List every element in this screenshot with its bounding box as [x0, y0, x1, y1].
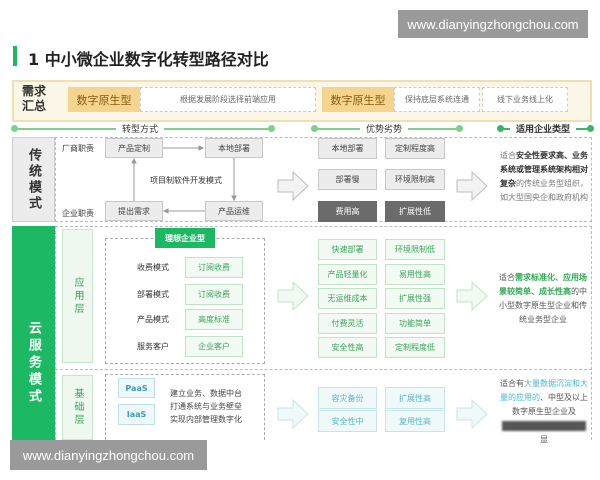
flow-arrows [131, 145, 237, 214]
con-item: 费用高 [318, 201, 377, 222]
fit-pre: 适合 [500, 151, 516, 160]
title-accent-bar [13, 46, 17, 66]
fit-bold: 安全性要求高、业务系统或管理系统架构相对复杂 [500, 151, 588, 188]
traditional-label: 传统模式 [12, 137, 55, 222]
watermark-top: www.dianyingzhongchou.com [398, 10, 588, 38]
demand-desc-1: 根据发展阶段选择前端应用 [140, 87, 316, 112]
app-mode-key: 服务客户 [137, 342, 169, 351]
fit-pre: 适合有 [500, 379, 524, 388]
layer-divider [55, 369, 592, 370]
demand-type-1: 数字原生型 [68, 87, 140, 112]
header-dot [268, 125, 275, 132]
base-box [105, 374, 265, 440]
app-pro-item: 产品轻量化 [318, 264, 377, 285]
app-pro-item: 付费灵活 [318, 313, 377, 334]
right-arrow-icon [456, 398, 488, 430]
app-pro-item: 无运维成本 [318, 288, 377, 309]
right-arrow-icon [456, 170, 488, 202]
base-pro-item: 复用性高 [385, 410, 445, 432]
header-method: 转型方式 [116, 122, 165, 135]
dev-mode-label: 项目制软件开发模式 [150, 176, 222, 185]
enterprise-label: 企业职责 [62, 209, 94, 218]
step-deploy: 本地部署 [205, 138, 263, 158]
app-mode-key: 部署模式 [137, 290, 169, 299]
right-arrow-icon [277, 170, 309, 202]
right-arrow-icon [277, 280, 309, 312]
base-layer-label: 基础层 [62, 375, 93, 440]
header-pros-cons: 优势劣势 [360, 122, 409, 135]
watermark-bottom: www.dianyingzhongchou.com [10, 440, 207, 470]
app-layer-label: 应用层 [62, 229, 93, 363]
base-desc-line: 建立业务、数据中台 [170, 389, 242, 398]
app-mode-value: 高度标准 [185, 309, 243, 330]
header-applicable: 适用企业类型 [510, 122, 577, 135]
header-dot [311, 125, 318, 132]
step-ops: 产品运维 [205, 201, 263, 221]
app-pro-item: 安全性高 [318, 337, 377, 358]
app-pro-item: 环境限制低 [385, 239, 445, 260]
step-request: 提出需求 [105, 201, 163, 221]
base-desc: 建立业务、数据中台 打通系统与业务壁垒 实现内部管理数字化 [170, 387, 242, 426]
base-fit-text: 适合有大量数据沉淀和大量的应用的、中型及以上数字原生型企业及显 [498, 377, 590, 447]
redacted-text [502, 421, 586, 431]
vendor-label: 厂商职责 [62, 144, 94, 153]
app-mode-value: 订阅收费 [185, 284, 243, 305]
app-pro-item: 扩展性强 [385, 288, 445, 309]
app-mode-key: 收费模式 [137, 263, 169, 272]
base-pro-item: 安全性中 [318, 410, 377, 432]
traditional-fit-text: 适合安全性要求高、业务系统或管理系统架构相对复杂的传统业务型组织，如大型国央企和… [498, 149, 590, 205]
ideal-enterprise-tab: 理想企业型 [155, 228, 215, 248]
demand-label: 需求汇总 [22, 84, 47, 113]
page-title: 1 中小微企业数字化转型路径对比 [28, 50, 269, 69]
app-fit-text: 适合需求标准化、应用场景较简单、成长性高的中小型数字原生型企业和传统业务型企业 [496, 271, 590, 327]
app-pro-item: 定制程度低 [385, 337, 445, 358]
pro-item: 本地部署 [318, 138, 377, 159]
con-item: 扩展性低 [385, 201, 445, 222]
fit-post: 的中小型数字原生型企业和传统业务型企业 [499, 287, 587, 324]
app-mode-key: 产品模式 [137, 315, 169, 324]
base-desc-line: 实现内部管理数字化 [170, 415, 242, 424]
right-arrow-icon [456, 280, 488, 312]
cloud-area [55, 226, 592, 440]
app-pro-item: 功能简单 [385, 313, 445, 334]
base-pro-item: 容灾备份 [318, 387, 377, 409]
iaas-box: IaaS [118, 404, 155, 425]
cloud-label: 云服务模式 [12, 226, 55, 440]
demand-desc-2: 保持底层系统连通 [394, 87, 480, 112]
fit-tail: 显 [540, 435, 548, 444]
demand-desc-3: 线下业务线上化 [482, 87, 568, 112]
pro-item: 定制程度高 [385, 138, 445, 159]
base-pro-item: 扩展性高 [385, 387, 445, 409]
paas-box: PaaS [118, 378, 155, 398]
fit-green: 需求标准化、应用场景较简单、成长性高 [499, 273, 587, 296]
step-custom: 产品定制 [105, 138, 163, 158]
con-item: 环境限制高 [385, 169, 445, 190]
header-dot [456, 125, 463, 132]
demand-type-2: 数字原生型 [322, 87, 394, 112]
app-mode-value: 订阅收费 [185, 257, 243, 278]
header-dot [497, 125, 504, 132]
fit-pre: 适合 [499, 273, 515, 282]
fit-post: 、中型及以上数字原生型企业及 [512, 393, 588, 416]
app-mode-value: 企业客户 [185, 336, 243, 357]
header-dot [11, 125, 18, 132]
right-arrow-icon [277, 398, 309, 430]
app-pro-item: 快速部署 [318, 239, 377, 260]
base-desc-line: 打通系统与业务壁垒 [170, 402, 242, 411]
header-dot [587, 125, 594, 132]
app-pro-item: 易用性高 [385, 264, 445, 285]
fit-post: 的传统业务型组织，如大型国央企和政府机构 [500, 179, 588, 202]
con-item: 部署慢 [318, 169, 377, 190]
fit-green: 大量数据沉淀和大量的应用的 [500, 379, 588, 402]
